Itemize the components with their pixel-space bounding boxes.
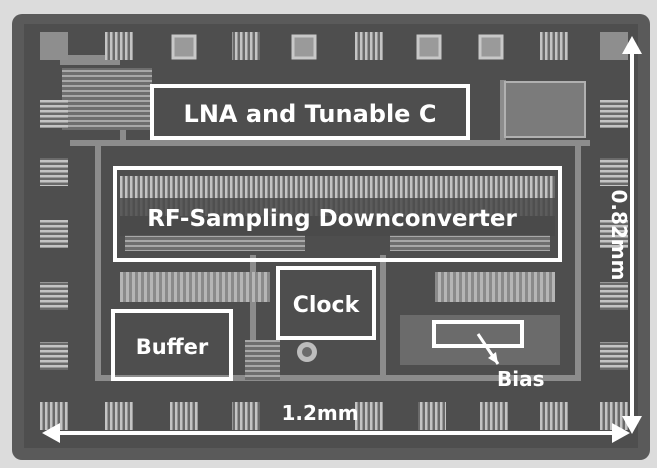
bias-box [432, 320, 524, 348]
clock-label: Clock [293, 293, 361, 318]
bond-pads-top [40, 32, 628, 60]
clock-box [276, 266, 376, 340]
bias-arrowhead [488, 352, 498, 364]
height-label: 0.82mm [607, 189, 631, 280]
bond-pads-bottom [40, 402, 628, 430]
bond-pads-left [40, 100, 68, 370]
height-dimension-arrow [622, 36, 642, 434]
rf-label: RF-Sampling Downconverter [147, 206, 517, 232]
lna-label: LNA and Tunable C [184, 100, 437, 128]
width-label: 1.2mm [281, 401, 358, 425]
bias-label: Bias [497, 367, 545, 391]
width-dimension-arrow [42, 423, 630, 443]
lna-box [150, 84, 470, 140]
buffer-box [111, 309, 233, 381]
rf-box [113, 166, 562, 262]
buffer-label: Buffer [136, 335, 209, 359]
bond-pads-right [600, 100, 628, 370]
